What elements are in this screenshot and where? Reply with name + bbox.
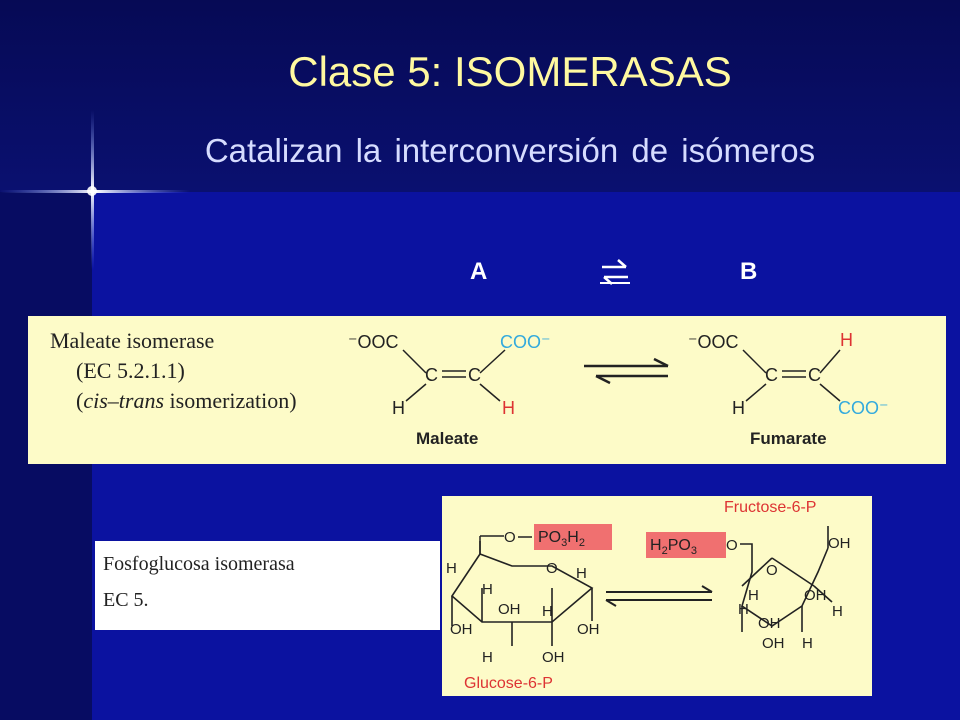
svg-text:H: H xyxy=(748,587,759,604)
fumarate-left-group: ⁻OOC xyxy=(688,332,739,352)
enzyme-reaction-type: (cis–trans isomerization) xyxy=(76,388,297,413)
maleate-left-group: ⁻OOC xyxy=(348,332,399,352)
label-b: B xyxy=(740,258,758,285)
maleate-c1: C xyxy=(425,365,438,385)
svg-text:H: H xyxy=(738,601,749,618)
svg-text:H: H xyxy=(482,581,493,598)
svg-text:O: O xyxy=(546,560,558,577)
equilibrium-arrows-icon xyxy=(584,357,669,385)
fructose-6p-label: Fructose-6-P xyxy=(724,499,816,516)
maleate-c2: C xyxy=(468,365,481,385)
maleate-fumarate-structures: ⁻OOC COO⁻ C C H H Maleate ⁻OOC H xyxy=(348,330,889,448)
fructose-phosphate-group: H2PO3 xyxy=(650,537,697,557)
slide-subtitle: Catalizan la interconversión de isómeros xyxy=(204,132,816,169)
enzyme-description: Maleate isomerase (EC 5.2.1.1) (cis–tran… xyxy=(50,326,360,416)
svg-text:OH: OH xyxy=(804,587,827,604)
fumarate-h-right: H xyxy=(840,330,853,350)
fructose-ring xyxy=(740,526,833,632)
fumarate-h-left: H xyxy=(732,398,745,418)
svg-text:OH: OH xyxy=(542,649,565,666)
glucose-phosphate-group: PO3H2 xyxy=(538,529,585,549)
svg-text:H: H xyxy=(542,603,553,620)
svg-text:OH: OH xyxy=(577,621,600,638)
glucose-phosphate-highlight xyxy=(534,524,612,550)
maleate-h-right: H xyxy=(502,398,515,418)
fumarate-c1: C xyxy=(765,365,778,385)
fumarate-structure: ⁻OOC H C C H COO⁻ Fumarate xyxy=(688,330,889,448)
header-background xyxy=(0,0,960,192)
label-line2: EC 5. xyxy=(103,589,149,611)
glucose-fructose-panel: Fructose-6-P O PO3H2 O H H H OH H OH OH xyxy=(442,496,872,696)
svg-text:OH: OH xyxy=(498,601,521,618)
maleate-h-left: H xyxy=(392,398,405,418)
svg-text:O: O xyxy=(766,562,778,579)
fumarate-coo: COO⁻ xyxy=(838,398,889,418)
glucose-ester-o: O xyxy=(504,529,516,546)
svg-text:OH: OH xyxy=(762,635,785,652)
svg-text:OH: OH xyxy=(758,615,781,632)
glucose-ring xyxy=(450,541,594,646)
fructose-ester-o: O xyxy=(726,537,738,554)
label-a: A xyxy=(470,258,488,285)
svg-text:H: H xyxy=(446,560,457,577)
glucose-fructose-structures: Fructose-6-P O PO3H2 O H H H OH H OH OH xyxy=(446,499,851,692)
fructose-atoms: O OH H H OH H OH OH H xyxy=(738,535,851,652)
enzyme-ec: (EC 5.2.1.1) xyxy=(76,358,185,383)
glucose-atoms: O H H H OH H OH OH H OH xyxy=(446,560,600,666)
svg-text:H: H xyxy=(832,603,843,620)
glucose-6p-label: Glucose-6-P xyxy=(464,675,553,692)
maleate-isomerase-panel: Maleate isomerase (EC 5.2.1.1) (cis–tran… xyxy=(28,316,946,464)
fumarate-c2: C xyxy=(808,365,821,385)
fructose-phosphate-highlight xyxy=(646,532,726,558)
maleate-name: Maleate xyxy=(416,429,478,448)
svg-text:H: H xyxy=(482,649,493,666)
maleate-right-group: COO⁻ xyxy=(500,332,551,352)
equilibrium-arrows-icon xyxy=(600,259,630,285)
fumarate-name: Fumarate xyxy=(750,429,827,448)
svg-text:OH: OH xyxy=(828,535,851,552)
phosphoglucose-isomerase-label: Fosfoglucosa isomerasa EC 5. xyxy=(95,541,440,630)
enzyme-name: Maleate isomerase xyxy=(50,328,215,353)
svg-text:OH: OH xyxy=(450,621,473,638)
label-line1: Fosfoglucosa isomerasa xyxy=(103,553,295,575)
slide-title: Clase 5: ISOMERASAS xyxy=(288,48,732,95)
equilibrium-arrows-icon xyxy=(605,585,713,607)
svg-text:H: H xyxy=(802,635,813,652)
maleate-structure: ⁻OOC COO⁻ C C H H Maleate xyxy=(348,332,551,448)
svg-text:H: H xyxy=(576,565,587,582)
